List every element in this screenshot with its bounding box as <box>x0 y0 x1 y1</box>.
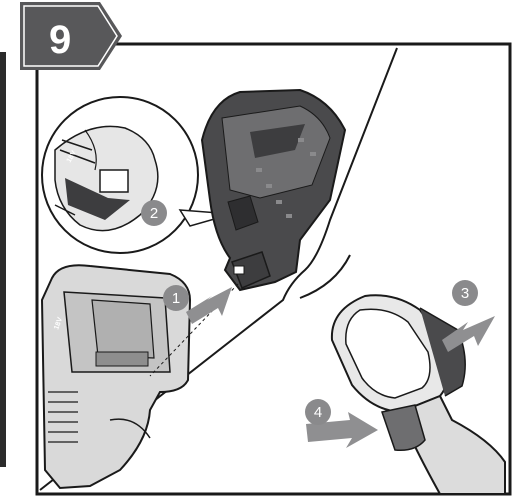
callout-1: 1 <box>163 285 189 311</box>
callout-4-label: 4 <box>314 404 322 421</box>
callout-4: 4 <box>305 399 331 425</box>
callout-3-label: 3 <box>461 285 469 302</box>
step-number: 9 <box>49 18 71 62</box>
callout-3: 3 <box>452 280 478 306</box>
callout-2-label: 2 <box>150 205 158 222</box>
callout-2: 2 <box>141 200 167 226</box>
page-edge-bar <box>0 52 6 467</box>
callout-1-label: 1 <box>172 290 180 307</box>
